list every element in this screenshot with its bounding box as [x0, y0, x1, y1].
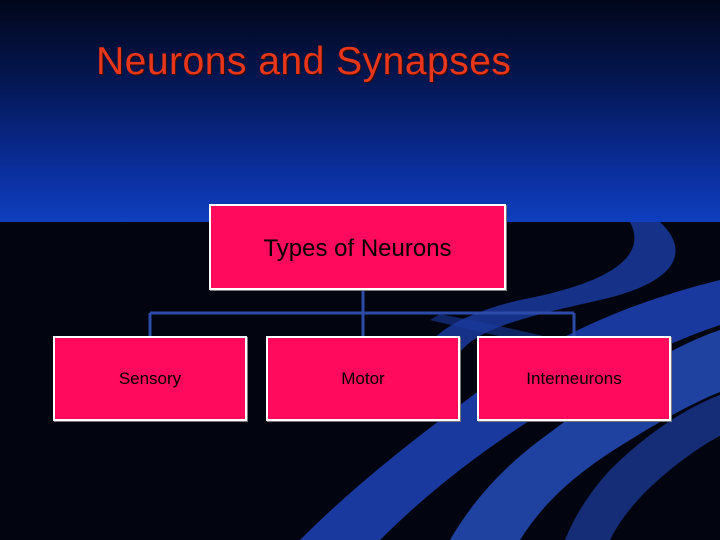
- node-types-of-neurons: Types of Neurons: [209, 204, 506, 290]
- node-interneurons: Interneurons: [477, 336, 671, 421]
- node-motor-label: Motor: [341, 368, 385, 388]
- node-sensory: Sensory: [53, 336, 247, 421]
- slide-title: Neurons and Synapses: [96, 40, 512, 83]
- background-gradient-band: [0, 0, 720, 222]
- node-motor: Motor: [266, 336, 460, 421]
- node-sensory-label: Sensory: [118, 368, 182, 388]
- node-root-label: Types of Neurons: [263, 235, 452, 262]
- node-interneurons-label: Interneurons: [526, 368, 622, 388]
